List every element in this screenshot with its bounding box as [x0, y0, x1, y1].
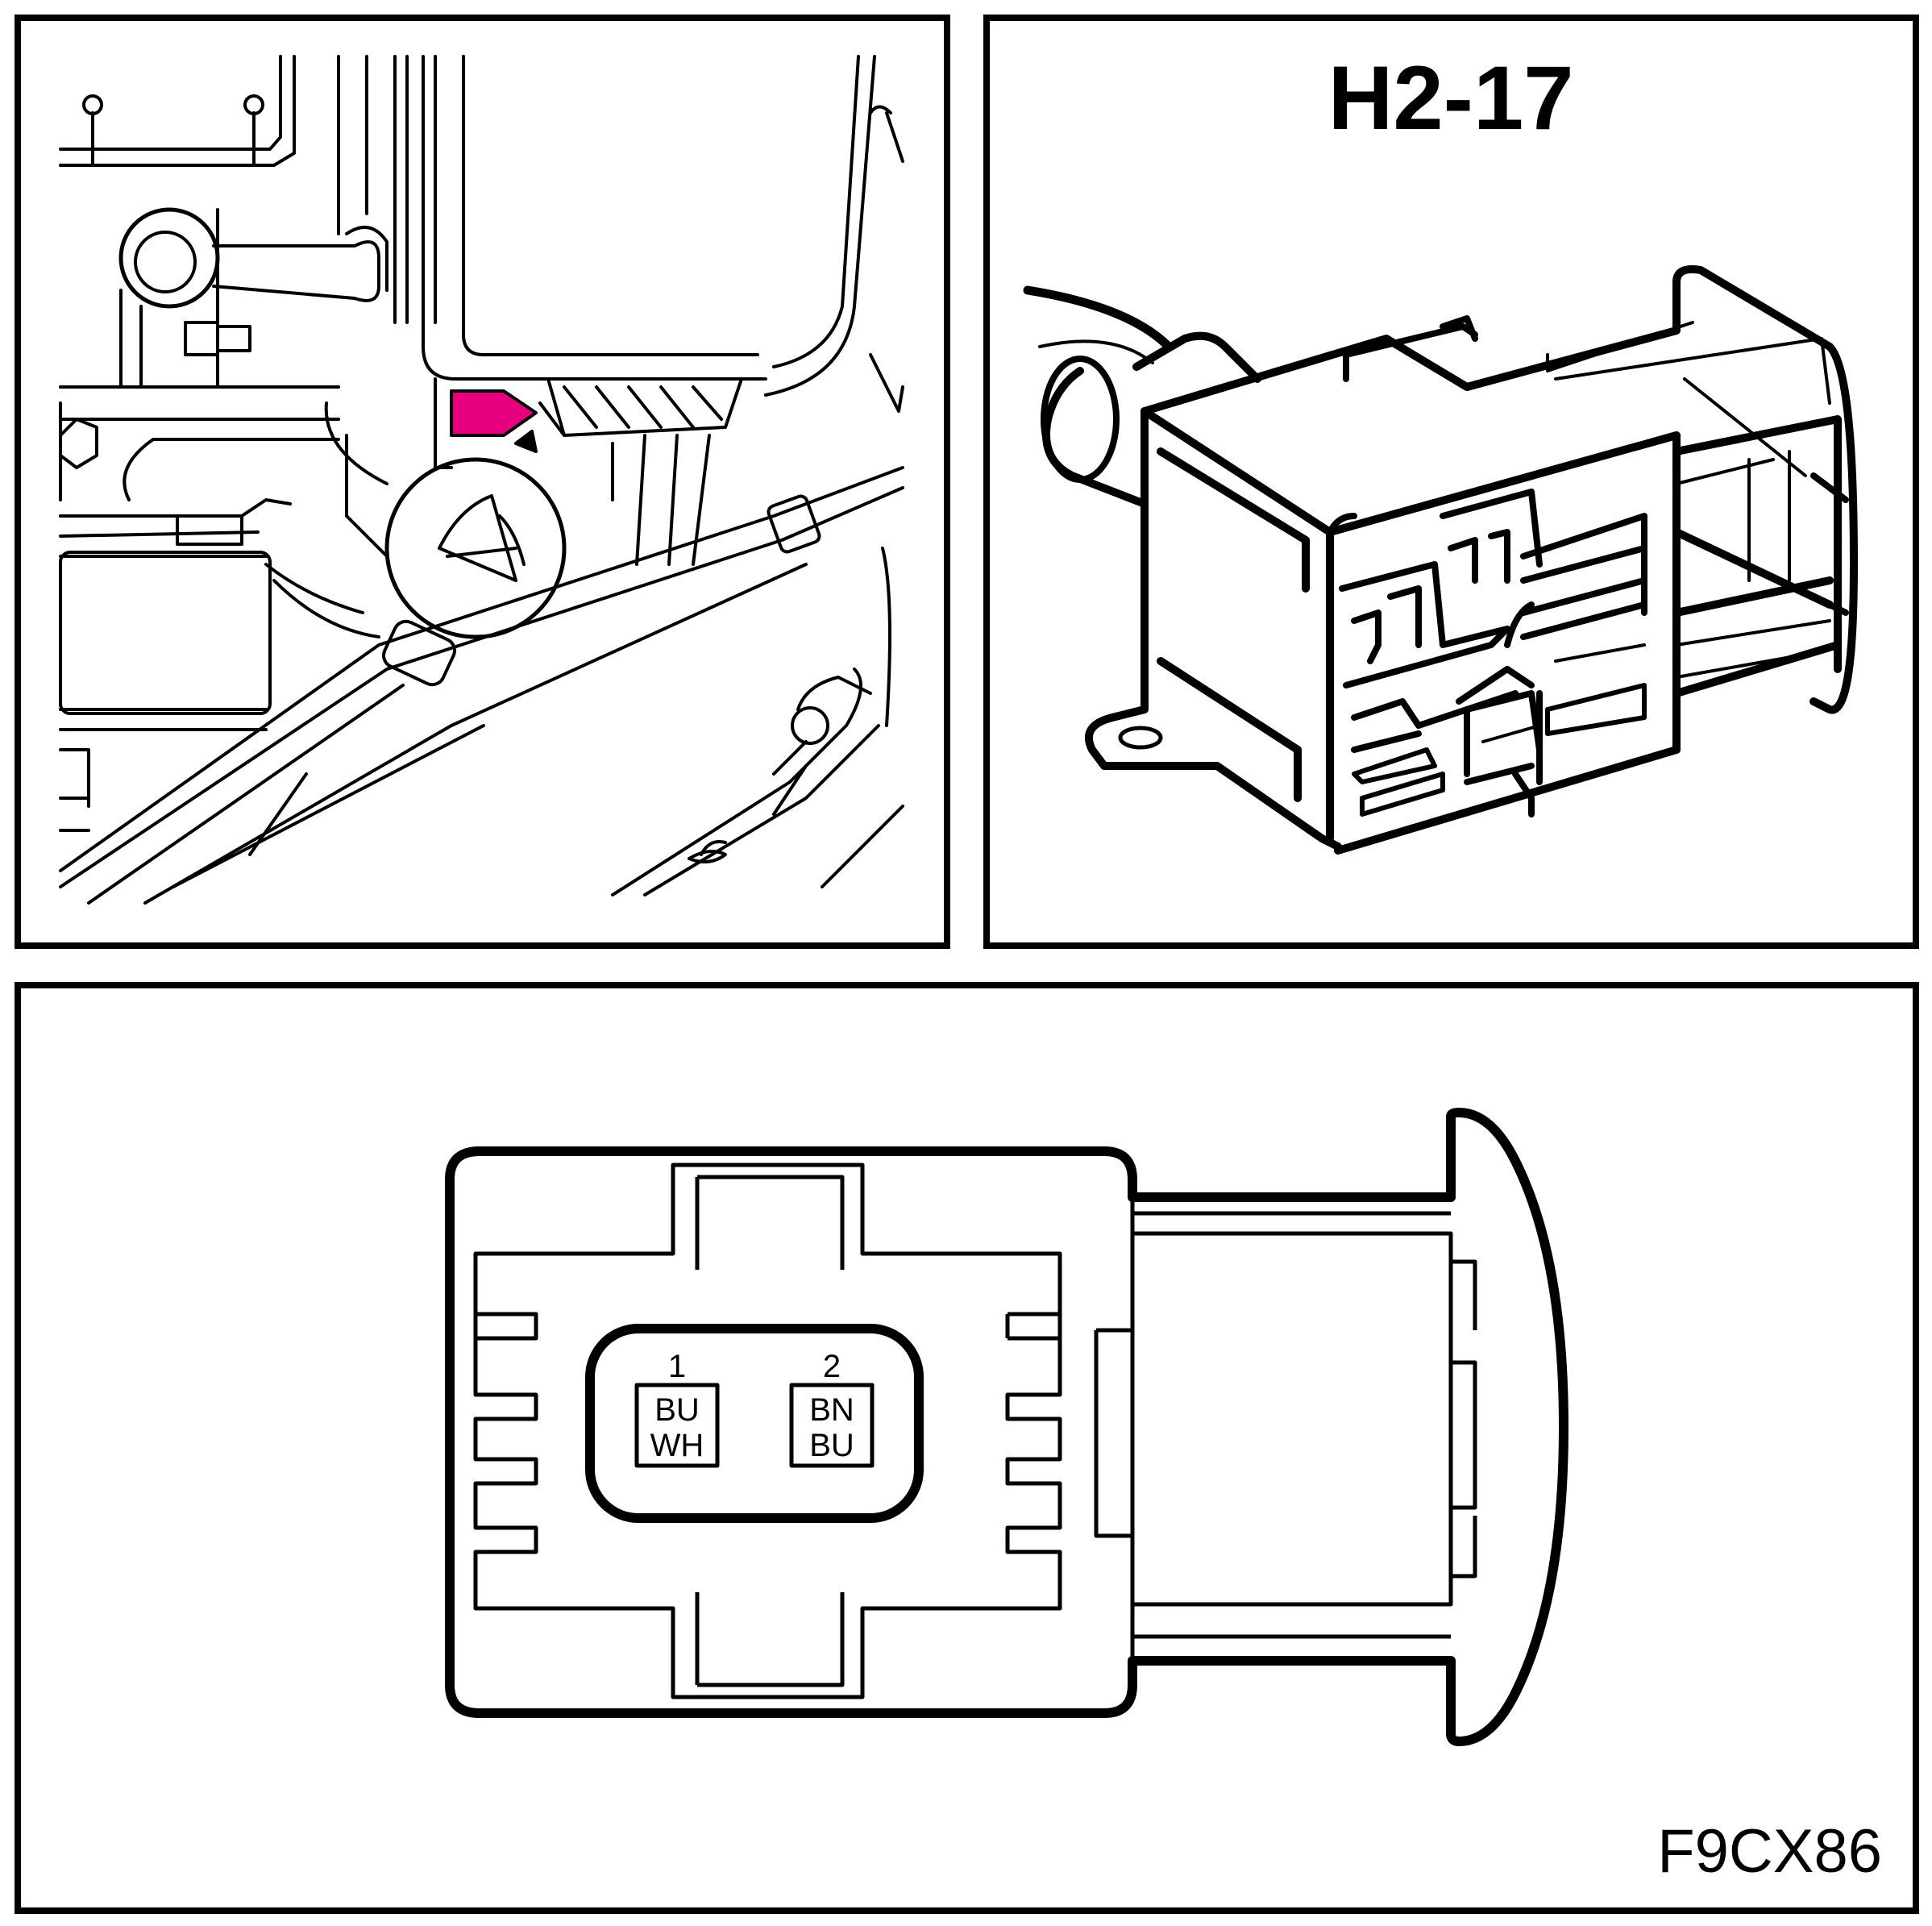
pin-1-box: [634, 1383, 720, 1468]
panel-connector-view-frame: [983, 15, 1919, 949]
connector-location-highlight: [450, 389, 538, 437]
connector-id-title: H2-17: [1327, 48, 1573, 148]
pin-1-wire-color-line1: BU: [654, 1392, 700, 1428]
panel-frames: [15, 15, 1919, 1914]
pin-2-wire-color-line1: BN: [809, 1392, 854, 1428]
pinout-face-drawing: [445, 1108, 1568, 1746]
pin-2-box: [789, 1383, 875, 1468]
panel-location-frame: [15, 15, 950, 949]
location-drawing: [59, 55, 904, 905]
pin-1-number: 1: [668, 1349, 686, 1384]
connector-3d-drawing: [1023, 265, 1858, 855]
pin-1-wire-color-line2: WH: [650, 1428, 704, 1463]
figure-code: F9CX86: [1657, 1817, 1882, 1886]
pin-2-wire-color-line2: BU: [809, 1428, 854, 1463]
pin-2-number: 2: [823, 1349, 841, 1384]
panel-pinout-frame: [15, 982, 1919, 1914]
